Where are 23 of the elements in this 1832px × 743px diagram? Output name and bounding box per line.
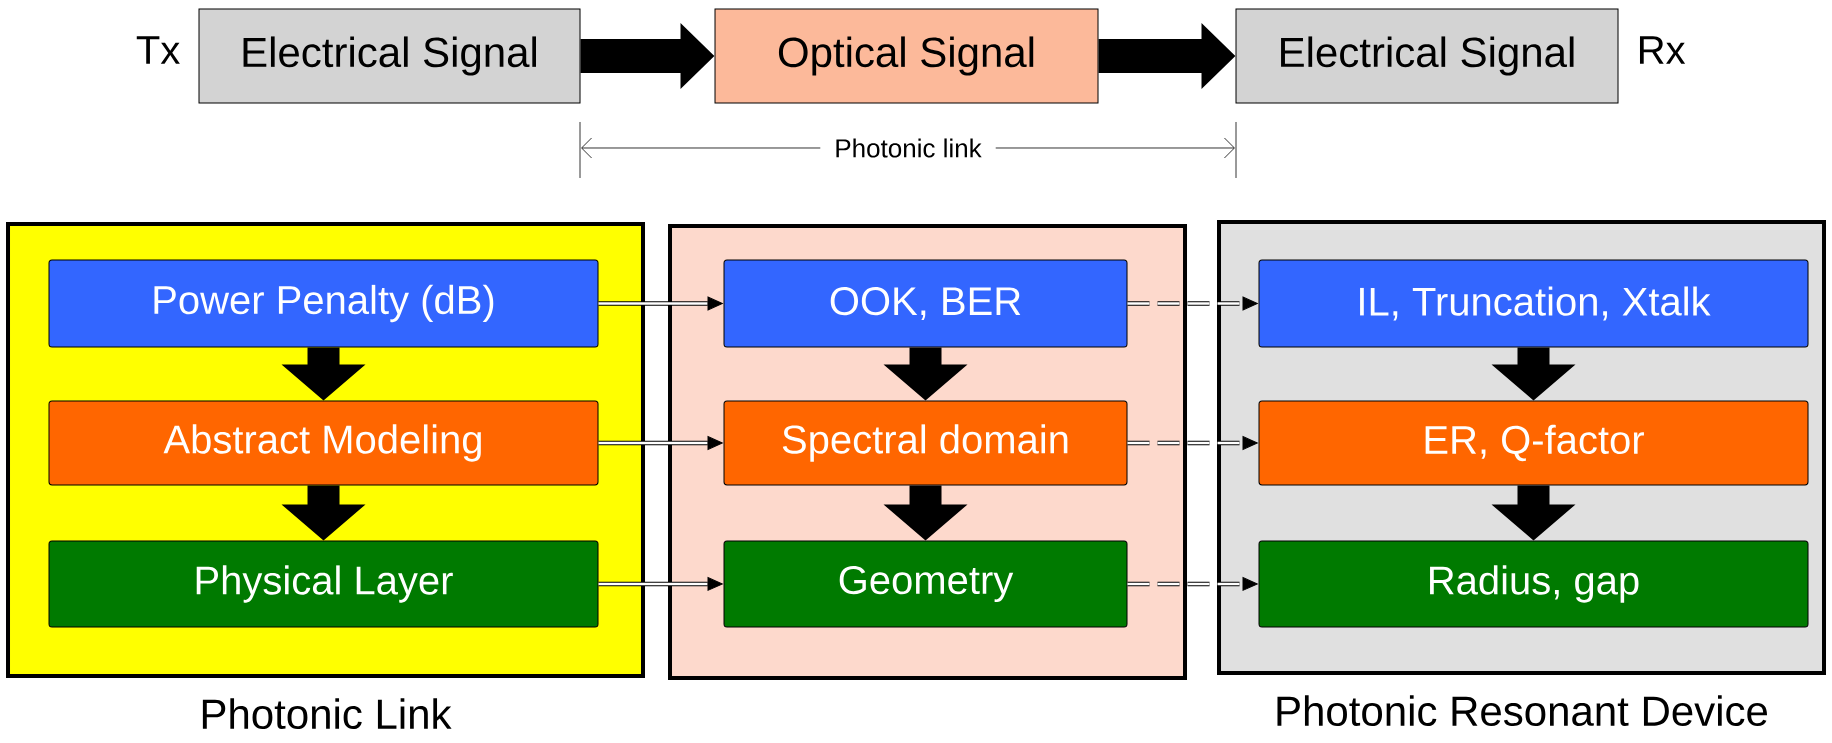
side-label: Tx	[136, 36, 180, 64]
arrow	[598, 436, 723, 450]
arrow	[1127, 436, 1258, 450]
process-box: ER, Q-factor	[1258, 400, 1809, 486]
signal-box: Electrical Signal	[198, 8, 581, 104]
panel-caption: Photonic Resonant Device	[1277, 695, 1767, 727]
process-box: Spectral domain	[723, 400, 1128, 486]
process-box: Radius, gap	[1258, 540, 1809, 628]
process-box: Power Penalty (dB)	[48, 259, 599, 348]
arrow	[1127, 296, 1258, 311]
process-box: Geometry	[723, 540, 1128, 628]
signal-box: Electrical Signal	[1235, 8, 1619, 104]
signal-box: Optical Signal	[714, 8, 1099, 104]
arrow	[598, 577, 723, 591]
process-box: OOK, BER	[723, 259, 1128, 348]
arrow	[1127, 577, 1258, 591]
process-box: IL, Truncation, Xtalk	[1258, 259, 1809, 348]
dimension-label: Photonic link	[820, 136, 996, 160]
process-box: Physical Layer	[48, 540, 599, 628]
side-label: Rx	[1640, 36, 1686, 64]
panel-caption: Photonic Link	[202, 698, 452, 730]
arrow	[598, 296, 723, 311]
process-box: Abstract Modeling	[48, 400, 599, 486]
